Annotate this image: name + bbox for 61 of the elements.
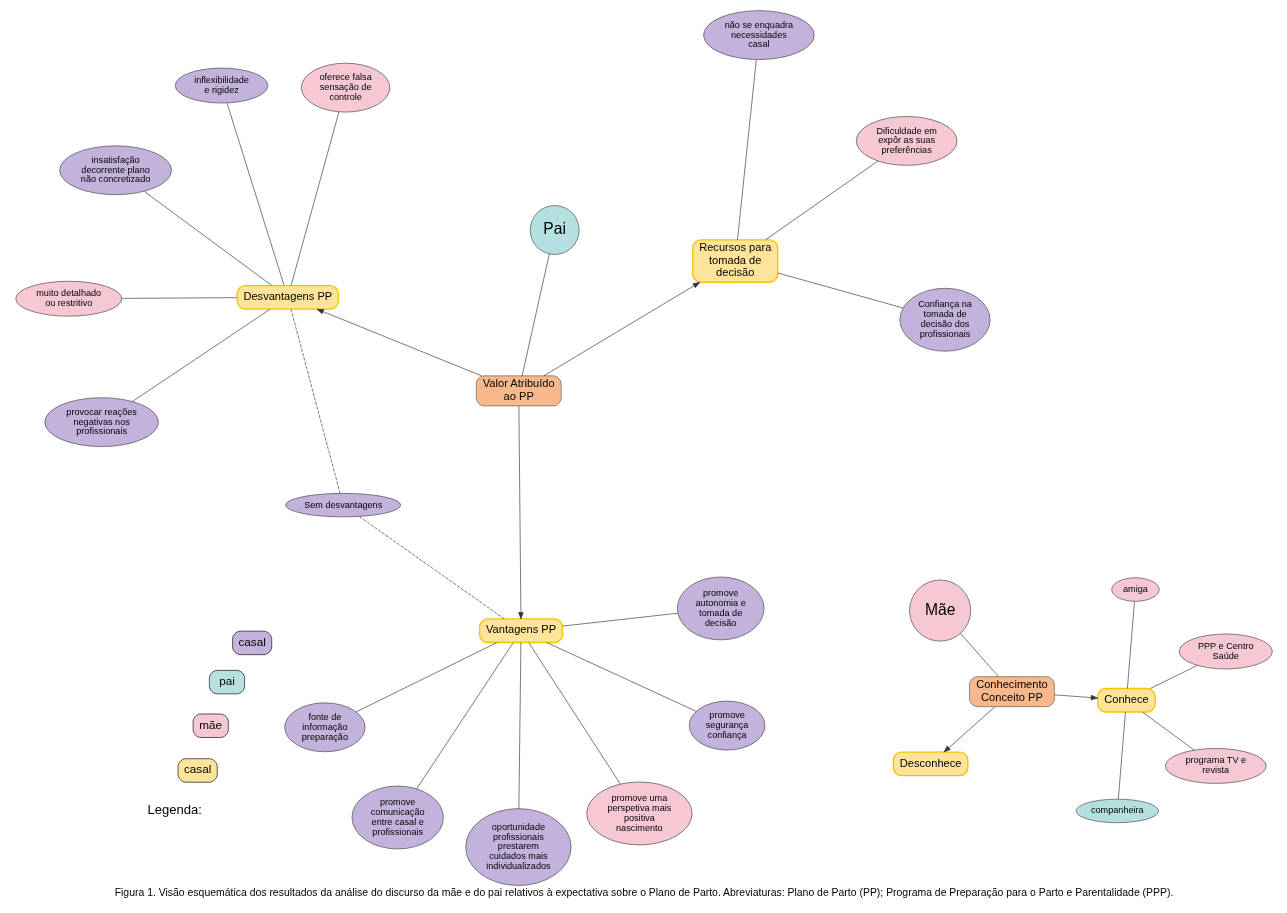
label: Legenda: [146,802,202,818]
legend-label: pai [218,673,235,687]
connector [1149,665,1198,689]
connector [777,272,903,309]
legend-label: mãe [198,717,222,731]
node-ellipse: amiga [1110,577,1159,602]
arrow [943,706,995,753]
connector [528,642,621,785]
node-ellipse: insatisfação decorrente plano não concretizado [58,145,172,196]
connector [131,308,270,402]
connector [561,612,678,627]
connector [518,642,521,809]
connector [521,253,550,377]
node-ellipse: muito detalhado ou restritivo [14,280,122,317]
node-ellipse: Dificuldade em expôr as suas preferências [855,116,957,166]
connector [764,160,878,241]
connector [290,308,340,494]
node-box: Conhecimento Conceito PP [968,676,1055,707]
node-ellipse: promove comunicação entre casal e profissionais [351,785,444,850]
node-ellipse: não se enquadra necessidades casal [702,10,815,60]
legend-label: casal [237,634,266,648]
legend-label: casal [183,762,211,776]
node-circle: Pai [529,205,579,255]
node-ellipse: fonte de informação preparação [283,702,365,753]
node-box: Valor Atribuído ao PP [475,375,561,407]
node-ellipse: programa TV e revista [1164,748,1266,784]
node-box: Desconhece [892,751,968,777]
node-ellipse: oportunidade profissionais prestarem cuidados mais individualizados [464,808,571,886]
node-ellipse: promove uma perspetiva mais positiva nascimento [585,781,692,846]
arrow [543,282,700,377]
connector [1126,601,1135,689]
node-ellipse: promove segurança confiança [688,700,765,751]
node-box: Recursos para tomada de decisão [691,239,778,283]
node-ellipse: PPP e Centro Saúde [1178,633,1273,670]
connector [290,111,339,286]
node-box: Vantagens PP [478,618,563,644]
node-ellipse: Confiança na tomada de decisão dos profissionais [899,287,990,352]
connector [736,59,757,241]
connector [143,191,272,286]
connector [226,102,284,286]
arrow [517,405,523,620]
node-box: Conhece [1096,687,1156,713]
arrow [316,308,482,377]
connector [121,297,237,299]
node-box: Desvantagens PP [236,284,339,310]
connector [1117,711,1126,800]
connector [959,633,999,677]
connector [545,642,697,712]
node-ellipse: inflexibilidade e rigidez [174,67,268,104]
connector [358,516,505,620]
node-ellipse: promove autonomia e tomada de decisão [676,576,764,641]
node-ellipse: provocar reações negativas nos profissionais [44,397,159,447]
caption: Figura 1. Visão esquemática dos resultados da análise do discurso da mãe e do pai relativos à expectativa sobre o Plano de Parto. Abreviaturas: Plano de Parto (PP); Programa de Preparação para o Parto e Parentalidade (PPP). [114,887,1173,899]
node-ellipse: oferece falsa sensação de controle [300,62,390,113]
arrow [1053,694,1098,701]
node-circle: Mãe [908,579,971,642]
node-ellipse: Sem desvantagens [284,493,401,518]
connector [355,642,497,713]
node-ellipse: companheira [1075,798,1159,824]
connector [415,642,513,790]
connector [1141,711,1194,751]
